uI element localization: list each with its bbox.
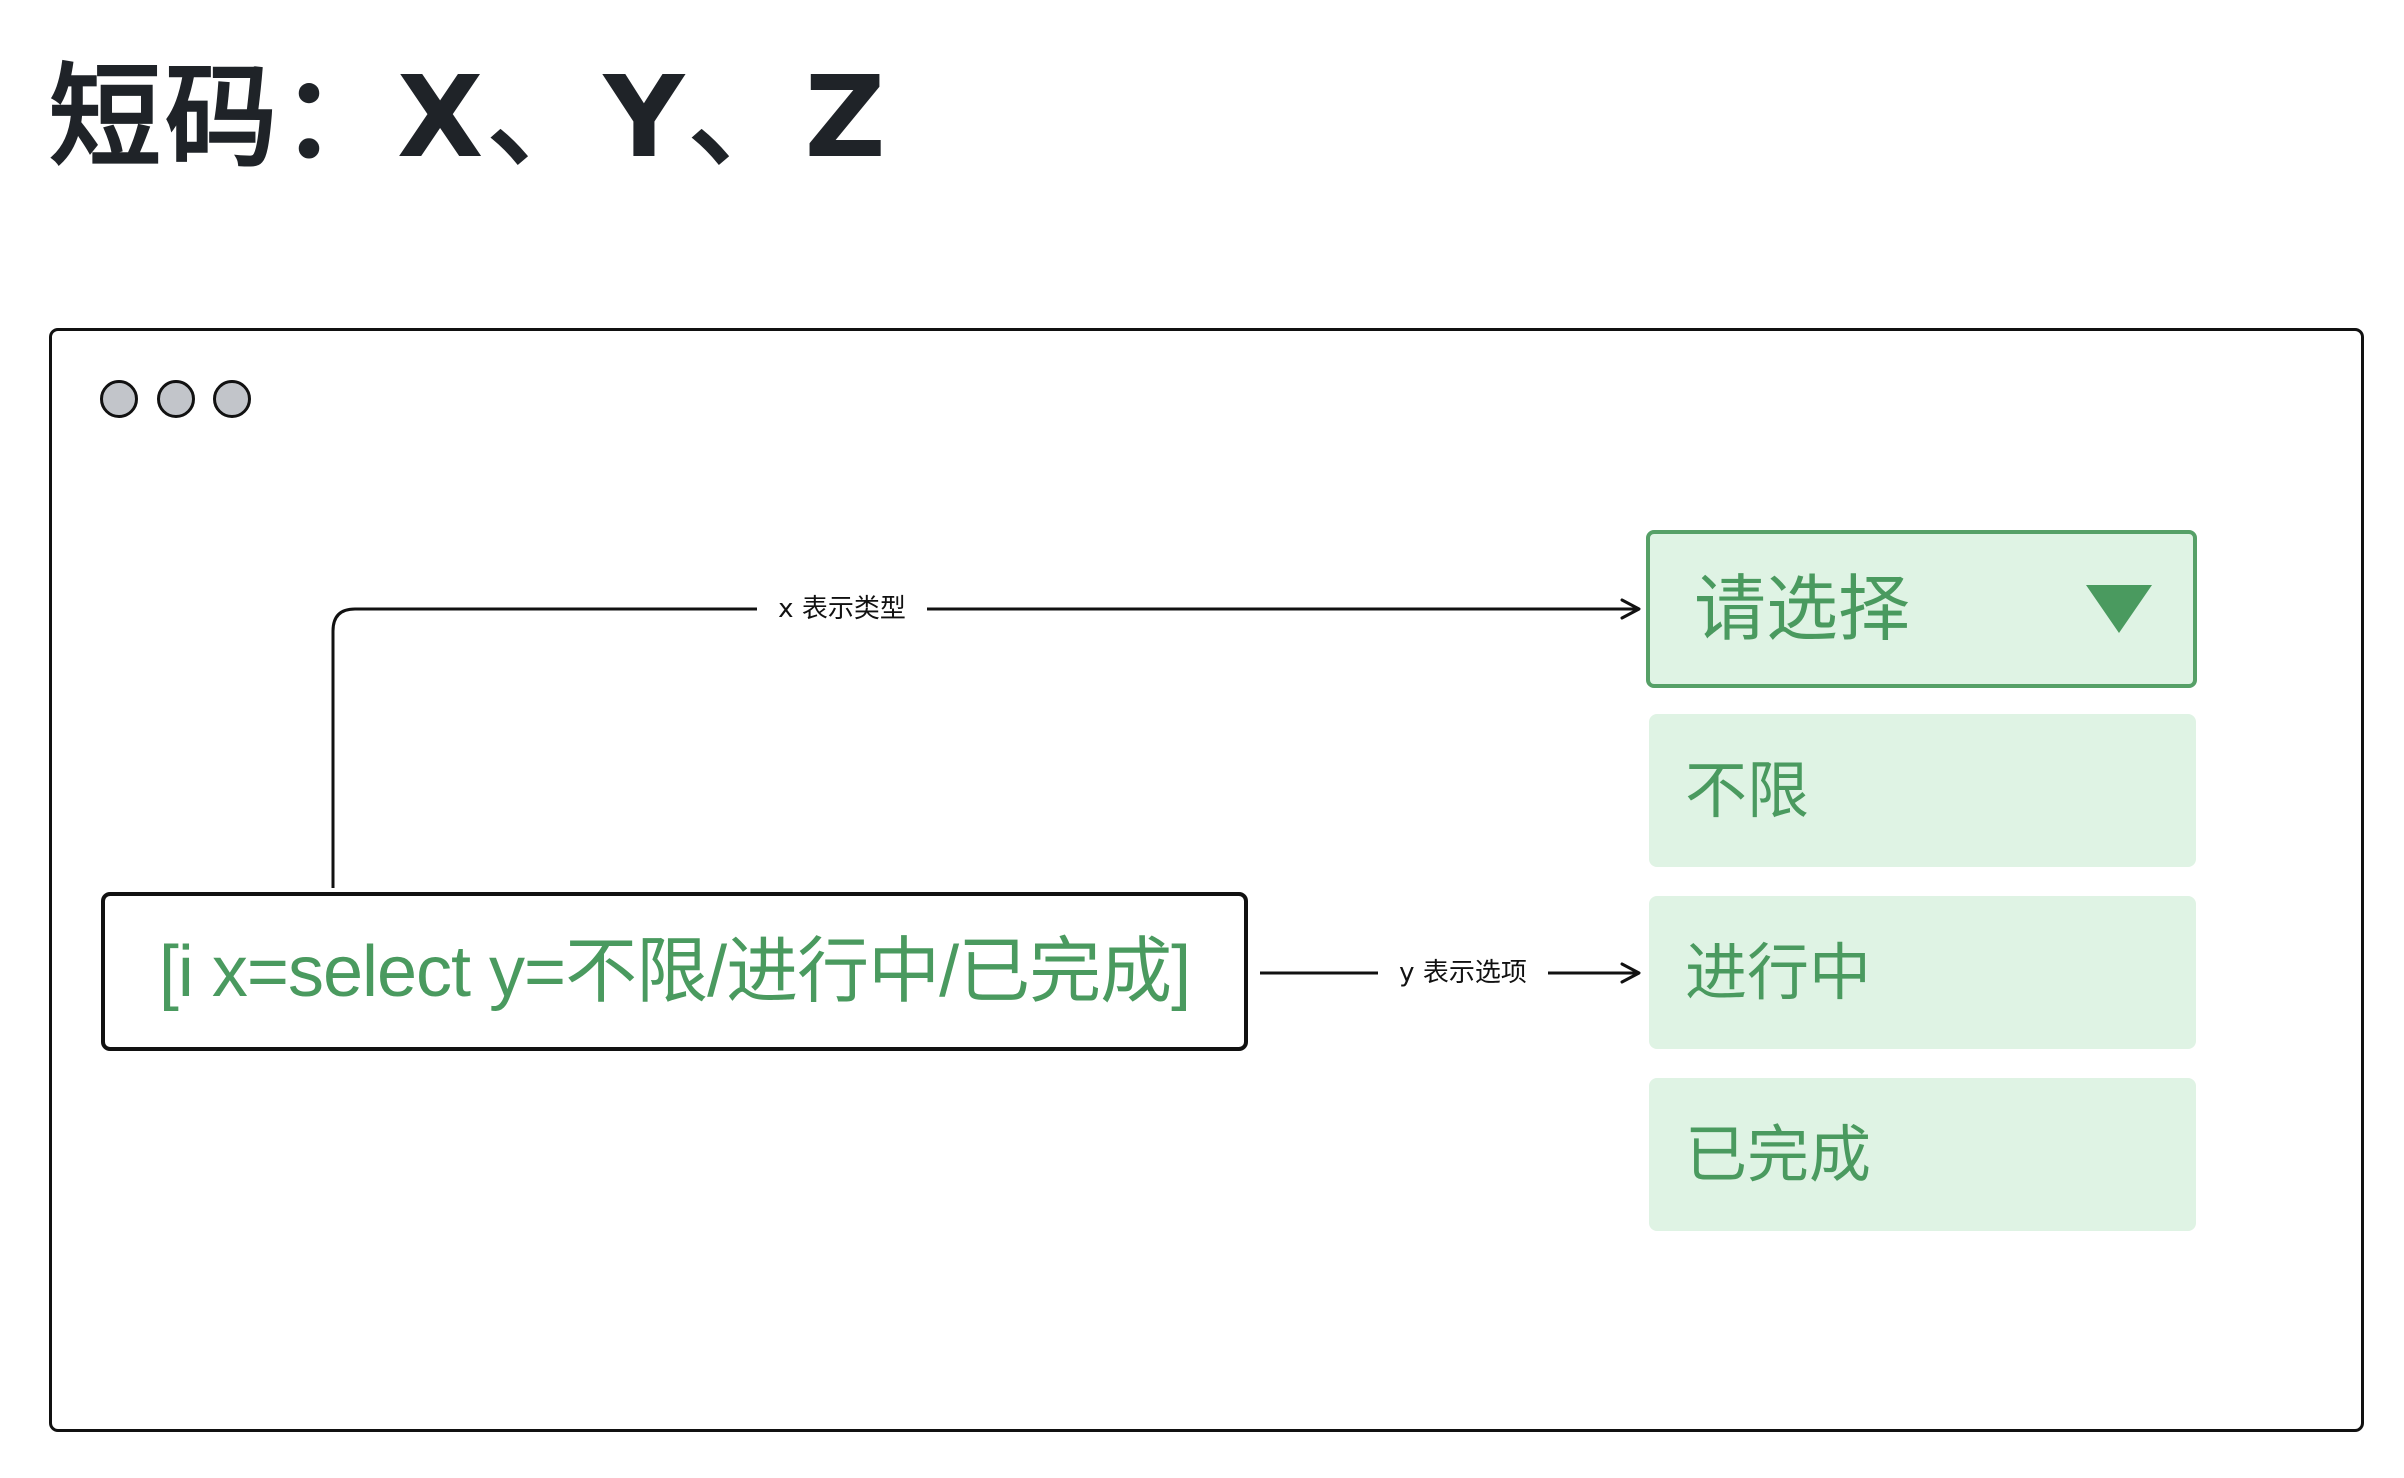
page-title: 短码：X、Y、Z: [49, 53, 890, 183]
select-placeholder: 请选择: [1694, 567, 1911, 651]
window-dot-3: [213, 380, 251, 418]
browser-window-frame: [49, 328, 2364, 1432]
chevron-down-icon: [2086, 585, 2152, 633]
select-dropdown[interactable]: 请选择: [1646, 530, 2197, 688]
window-dot-2: [157, 380, 195, 418]
option-unlimited[interactable]: 不限: [1649, 714, 2196, 867]
option-label: 进行中: [1685, 935, 1872, 1009]
option-completed[interactable]: 已完成: [1649, 1078, 2196, 1231]
x-edge-label: x 表示类型: [757, 593, 927, 625]
y-edge-label: y 表示选项: [1378, 957, 1548, 989]
option-in-progress[interactable]: 进行中: [1649, 896, 2196, 1049]
window-dot-1: [100, 380, 138, 418]
option-label: 已完成: [1685, 1117, 1872, 1191]
option-label: 不限: [1685, 753, 1810, 827]
shortcode-text: [i x=select y=不限/进行中/已完成]: [158, 931, 1191, 1012]
shortcode-box: [i x=select y=不限/进行中/已完成]: [101, 892, 1248, 1051]
x-type-connector: [331, 598, 1641, 888]
